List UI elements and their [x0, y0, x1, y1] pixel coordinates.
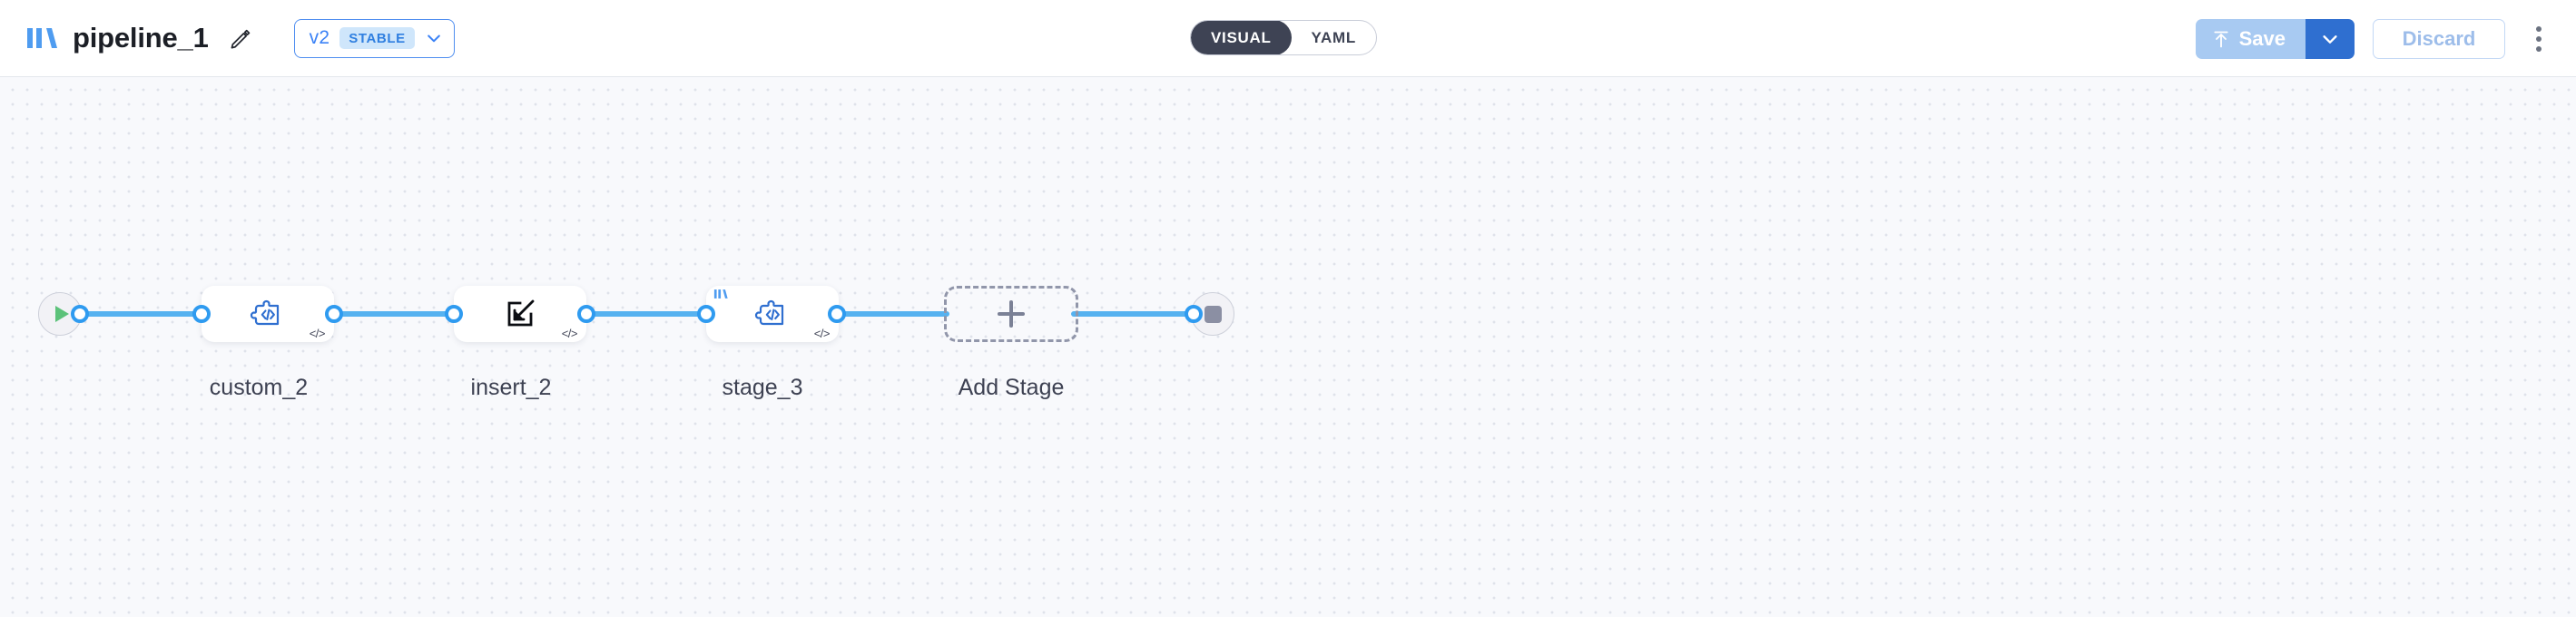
add-stage-label: Add Stage	[958, 375, 1065, 400]
edge-start-to-custom2	[78, 311, 205, 317]
edit-title-button[interactable]	[225, 23, 256, 54]
pencil-icon	[231, 29, 250, 49]
tab-visual[interactable]: VISUAL	[1191, 21, 1292, 54]
save-button-label: Save	[2238, 26, 2286, 50]
stage-label-stage-3: stage_3	[722, 375, 803, 400]
add-stage-button[interactable]	[944, 286, 1078, 342]
save-button-group: Save	[2195, 18, 2355, 59]
puzzle-code-icon	[250, 299, 280, 326]
tab-yaml[interactable]: YAML	[1311, 28, 1356, 46]
chevron-down-icon	[2323, 34, 2337, 44]
kebab-dot	[2536, 25, 2542, 32]
save-options-button[interactable]	[2306, 18, 2355, 59]
play-icon	[54, 306, 69, 322]
version-label: v2	[309, 27, 330, 48]
insert-arrow-icon	[507, 299, 535, 327]
edge-custom2-to-insert2	[331, 311, 458, 317]
pipeline-graph: </> custom_2 </> insert_2	[0, 77, 2576, 617]
stop-icon	[1204, 305, 1222, 323]
stage-node-custom-2[interactable]: </>	[202, 286, 334, 342]
kebab-dot	[2536, 35, 2542, 42]
version-selector[interactable]: v2 STABLE	[293, 18, 455, 58]
port-insert2-input[interactable]	[445, 305, 463, 323]
port-custom2-output[interactable]	[325, 305, 343, 323]
stage-label-custom-2: custom_2	[209, 375, 309, 400]
version-status-badge: STABLE	[339, 27, 415, 49]
plus-icon-vertical	[1009, 300, 1013, 328]
header-left-group: pipeline_1 v2 STABLE	[0, 18, 455, 58]
chevron-down-icon	[427, 34, 440, 43]
page-title: pipeline_1	[73, 22, 209, 54]
port-stage3-input[interactable]	[697, 305, 715, 323]
pipeline-logo-icon	[27, 28, 57, 48]
kebab-dot	[2536, 45, 2542, 52]
stage-node-insert-2[interactable]: </>	[454, 286, 586, 342]
port-end-input[interactable]	[1185, 305, 1203, 323]
port-insert2-output[interactable]	[577, 305, 595, 323]
view-mode-toggle[interactable]: VISUAL YAML	[1190, 20, 1377, 55]
port-stage3-output[interactable]	[828, 305, 846, 323]
code-badge: </>	[309, 327, 326, 340]
save-button[interactable]: Save	[2195, 18, 2306, 59]
kebab-menu-icon[interactable]	[2523, 19, 2554, 59]
port-start-output[interactable]	[71, 305, 89, 323]
code-badge: </>	[561, 327, 578, 340]
puzzle-code-icon	[754, 299, 784, 326]
upload-arrow-icon	[2214, 31, 2228, 47]
stage-label-insert-2: insert_2	[470, 375, 552, 400]
edge-insert2-to-stage3	[584, 311, 711, 317]
header-actions: Save Discard	[2195, 0, 2554, 77]
pipeline-logo-icon	[713, 289, 728, 299]
stage-node-stage-3[interactable]: </>	[706, 286, 839, 342]
port-custom2-input[interactable]	[192, 305, 211, 323]
app-header: pipeline_1 v2 STABLE VISUAL YAML	[0, 0, 2576, 77]
edge-stage3-to-addstage	[833, 311, 949, 317]
discard-button[interactable]: Discard	[2373, 18, 2505, 59]
edge-addstage-to-end	[1071, 311, 1191, 317]
code-badge: </>	[813, 327, 831, 340]
pipeline-canvas[interactable]: </> custom_2 </> insert_2	[0, 77, 2576, 617]
